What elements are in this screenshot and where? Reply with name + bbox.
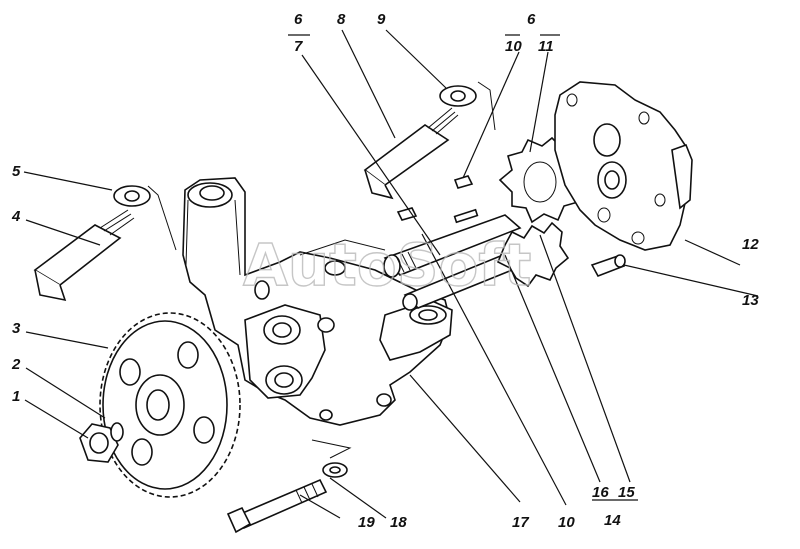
callout-17: 17: [512, 514, 529, 531]
pump-cover: [554, 81, 693, 251]
callout-labels: 1 2 3 4 5 6 7 8 9 6 10 11 12 13 19 18 17…: [11, 11, 759, 531]
bolt-and-washer: [226, 439, 352, 534]
callout-4: 4: [11, 208, 21, 225]
key-small: [396, 207, 418, 221]
dowel-pin: [590, 254, 626, 277]
callout-18: 18: [390, 514, 407, 531]
leader-lines: [23, 29, 759, 519]
pump-housing: [182, 177, 453, 426]
nut-and-washer: [79, 422, 124, 463]
callout-2: 2: [11, 356, 21, 373]
callout-16: 16: [592, 484, 609, 501]
callout-3: 3: [12, 320, 21, 337]
callout-7: 7: [294, 38, 303, 55]
callout-13: 13: [742, 292, 759, 309]
callout-6-left: 6: [294, 11, 303, 28]
callout-5: 5: [12, 163, 21, 180]
callout-6-right: 6: [527, 11, 536, 28]
callout-14: 14: [604, 512, 621, 529]
callout-10-bottom: 10: [558, 514, 575, 531]
callout-9: 9: [377, 11, 386, 28]
callout-8: 8: [337, 11, 346, 28]
callout-1: 1: [12, 388, 20, 405]
drive-gear-wheel: [99, 312, 241, 498]
callout-15: 15: [618, 484, 635, 501]
valve-assembly-left: [33, 185, 177, 302]
callout-12: 12: [742, 236, 759, 253]
callout-19: 19: [358, 514, 375, 531]
valve-assembly-right: [363, 81, 496, 200]
callout-11: 11: [538, 38, 554, 55]
callout-10-top: 10: [505, 38, 522, 55]
watermark: AutoSoft: [243, 231, 531, 299]
